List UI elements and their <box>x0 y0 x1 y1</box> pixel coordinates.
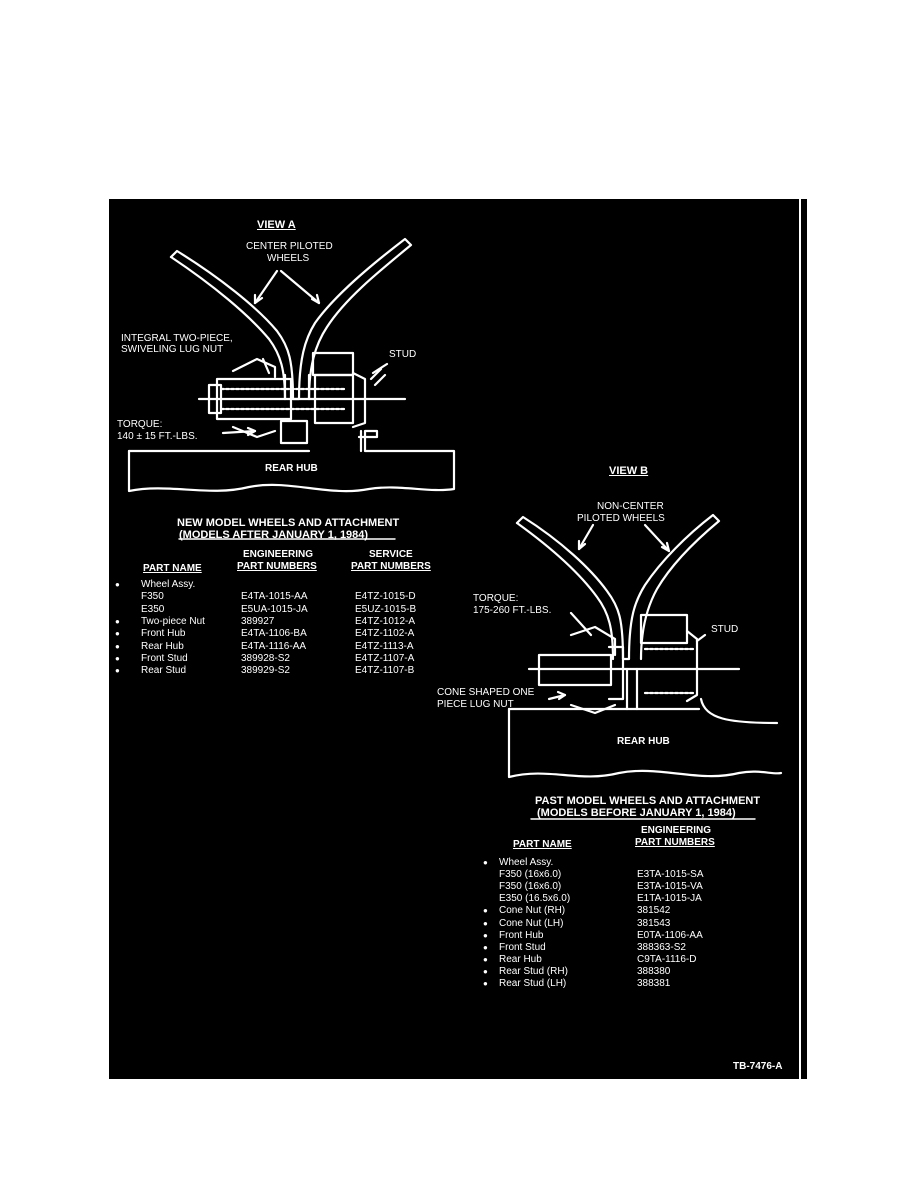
view-b-title: VIEW B <box>609 465 649 477</box>
view-b-nut-label-2: PIECE LUG NUT <box>437 699 514 710</box>
row-engineering-number: E4TA-1116-AA <box>241 640 307 652</box>
row-engineering-number: 389928-S2 <box>241 652 290 664</box>
view-b-wheels-label-2: PILOTED WHEELS <box>577 513 665 524</box>
row-bullet: ● <box>483 906 488 916</box>
view-b-wheels <box>515 513 721 661</box>
figure-id: TB-7476-A <box>733 1061 783 1072</box>
new-table-eng-header-2: PART NUMBERS <box>237 561 317 572</box>
view-a-hub-label: REAR HUB <box>265 463 318 474</box>
row-engineering-number: 381543 <box>637 917 671 929</box>
row-bullet: ● <box>483 966 488 976</box>
row-engineering-number: E4TA-1106-BA <box>241 628 307 640</box>
row-part-name: Front Stud <box>141 652 188 664</box>
row-bullet: ● <box>115 629 120 639</box>
row-part-name: Cone Nut (LH) <box>499 917 564 929</box>
row-part-name: E350 <box>141 603 165 615</box>
row-engineering-number: 388363-S2 <box>637 941 686 953</box>
illustration-panel: VIEW A CENTER PILOTED WHEELS INTEGRAL TW… <box>109 199 807 1079</box>
row-bullet: ● <box>483 954 488 964</box>
wheel-attachment-drawing <box>127 237 783 820</box>
row-part-name: F350 (16x6.0) <box>499 869 562 881</box>
row-bullet: ● <box>483 979 488 988</box>
new-table-title-1: NEW MODEL WHEELS AND ATTACHMENT <box>177 517 400 529</box>
row-part-name: E350 (16.5x6.0) <box>499 893 571 905</box>
row-engineering-number: 389927 <box>241 615 275 627</box>
row-service-number: E4TZ-1113-A <box>355 640 414 652</box>
row-part-name: F350 <box>141 591 164 603</box>
row-bullet: ● <box>483 942 488 952</box>
view-a-leaders <box>221 269 389 437</box>
row-bullet: ● <box>483 858 488 867</box>
row-engineering-number: E5UA-1015-JA <box>241 603 308 615</box>
view-a-hub <box>127 429 456 493</box>
row-part-name: Rear Stud (RH) <box>499 965 568 977</box>
row-bullet: ● <box>115 666 120 676</box>
view-b-nut-and-stud <box>527 613 741 715</box>
row-service-number: E4TZ-1012-A <box>355 615 416 627</box>
row-service-number: E5UZ-1015-B <box>355 603 417 615</box>
view-b-hub-label: REAR HUB <box>617 736 670 747</box>
row-part-name: F350 (16x6.0) <box>499 881 562 893</box>
row-part-name: Wheel Assy. <box>141 579 196 590</box>
row-bullet: ● <box>115 641 120 651</box>
row-part-name: Two-piece Nut <box>141 615 205 627</box>
row-part-name: Front Stud <box>499 941 546 953</box>
row-engineering-number: E0TA-1106-AA <box>637 929 703 941</box>
row-engineering-number: C9TA-1116-D <box>637 953 697 965</box>
past-table-eng-header-2: PART NUMBERS <box>635 837 715 848</box>
row-bullet: ● <box>115 616 120 626</box>
view-a-nut-label-2: SWIVELING LUG NUT <box>121 344 224 355</box>
view-b-nut-label-1: CONE SHAPED ONE <box>437 687 535 698</box>
row-service-number: E4TZ-1102-A <box>355 628 415 640</box>
row-engineering-number: E3TA-1015-SA <box>637 869 704 881</box>
view-a-wheels-label-1: CENTER PILOTED <box>246 241 333 252</box>
view-b-wheels-label-1: NON-CENTER <box>597 501 664 512</box>
row-part-name: Rear Hub <box>499 953 542 965</box>
view-b-torque-label-2: 175-260 FT.-LBS. <box>473 605 552 616</box>
panel-edge-line <box>799 199 801 1079</box>
view-b-torque-label-1: TORQUE: <box>473 593 519 604</box>
view-a-nut-label-1: INTEGRAL TWO-PIECE, <box>121 333 233 344</box>
row-bullet: ● <box>115 580 120 589</box>
row-engineering-number: 389929-S2 <box>241 665 290 677</box>
view-a-torque-label-2: 140 ± 15 FT.-LBS. <box>117 431 198 442</box>
row-part-name: Rear Stud (LH) <box>499 978 567 989</box>
row-service-number: E4TZ-1015-D <box>355 591 416 603</box>
view-a-wheels-label-2: WHEELS <box>267 253 310 264</box>
view-b-leaders <box>547 523 707 701</box>
row-engineering-number: 381542 <box>637 905 671 917</box>
past-table-part-header: PART NAME <box>513 839 572 850</box>
row-part-name: Rear Stud <box>141 665 187 677</box>
past-table-title-2: (MODELS BEFORE JANUARY 1, 1984) <box>537 807 736 819</box>
row-part-name: Front Hub <box>499 929 544 941</box>
row-engineering-number: E4TA-1015-AA <box>241 591 308 603</box>
view-a-torque-label-1: TORQUE: <box>117 419 163 430</box>
row-engineering-number: 388381 <box>637 978 671 989</box>
row-bullet: ● <box>483 918 488 928</box>
new-table-eng-header-1: ENGINEERING <box>243 549 314 560</box>
view-b-stud-label: STUD <box>711 624 739 635</box>
new-table-part-header: PART NAME <box>143 563 202 574</box>
row-part-name: Cone Nut (RH) <box>499 905 566 917</box>
row-engineering-number: E1TA-1015-JA <box>637 893 702 905</box>
view-a-nut-and-stud <box>197 351 407 445</box>
row-bullet: ● <box>115 653 120 663</box>
row-service-number: E4TZ-1107-A <box>355 652 415 664</box>
view-a-stud-label: STUD <box>389 349 417 360</box>
row-engineering-number: E3TA-1015-VA <box>637 881 703 893</box>
row-service-number: E4TZ-1107-B <box>355 665 415 677</box>
new-table-svc-header-2: PART NUMBERS <box>351 561 431 572</box>
row-part-name: Rear Hub <box>141 640 184 652</box>
row-part-name: Front Hub <box>141 628 186 640</box>
row-bullet: ● <box>483 930 488 940</box>
row-part-name: Wheel Assy. <box>499 857 554 868</box>
past-table-title-1: PAST MODEL WHEELS AND ATTACHMENT <box>535 795 761 807</box>
past-table-eng-header-1: ENGINEERING <box>641 825 712 836</box>
view-a-title: VIEW A <box>257 219 296 231</box>
new-table-svc-header-1: SERVICE <box>369 549 413 560</box>
new-table-title-2: (MODELS AFTER JANUARY 1, 1984) <box>179 529 369 541</box>
row-engineering-number: 388380 <box>637 965 671 977</box>
